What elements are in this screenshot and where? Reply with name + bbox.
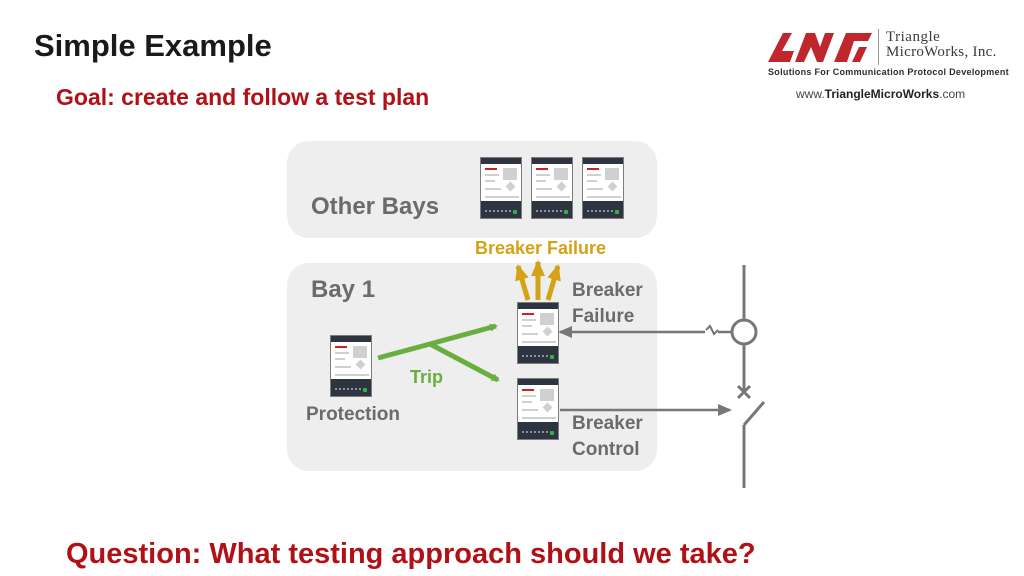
ied-protection-icon: [330, 335, 372, 397]
url-brand: TriangleMicroWorks: [824, 87, 940, 101]
breaker-x-icon: [736, 384, 752, 400]
company-tagline: Solutions For Communication Protocol Dev…: [768, 67, 1009, 77]
url-suffix: .com: [939, 87, 966, 101]
bay1-label: Bay 1: [311, 276, 376, 303]
company-name-line2: MicroWorks, Inc.: [886, 44, 997, 60]
current-transformer-icon: [730, 318, 758, 346]
logo-divider: [878, 29, 879, 65]
ied-other-bay-3-icon: [582, 157, 624, 219]
goal-text: Goal: create and follow a test plan: [56, 84, 430, 110]
breaker-control-label-line2: Control: [572, 439, 640, 460]
other-bays-label: Other Bays: [311, 193, 440, 220]
triangle-microworks-logo-icon: [768, 33, 872, 62]
slide-title: Simple Example: [34, 28, 272, 63]
breaker-control-label-line1: Breaker: [572, 413, 643, 434]
ied-other-bay-2-icon: [531, 157, 573, 219]
company-url: www.TriangleMicroWorks.com: [796, 87, 965, 101]
ied-other-bay-1-icon: [480, 157, 522, 219]
trip-arrow-to-breaker-failure: [377, 323, 498, 361]
protection-label: Protection: [306, 404, 400, 425]
breaker-failure-signal-label: Breaker Failure: [475, 238, 607, 258]
company-name: Triangle MicroWorks, Inc.: [886, 30, 997, 60]
trip-arrow-to-breaker-control: [428, 341, 500, 383]
ct-tick-icon: [705, 324, 719, 336]
trip-label: Trip: [410, 367, 444, 387]
url-prefix: www.: [796, 87, 825, 101]
bf-arrow-right: [545, 264, 561, 301]
breaker-failure-device-label: Breaker Failure: [572, 278, 643, 330]
breaker-failure-label-line1: Breaker: [572, 280, 643, 301]
breaker-switch-blade: [742, 401, 766, 426]
ied-breaker-control-icon: [517, 378, 559, 440]
ied-breaker-failure-icon: [517, 302, 559, 364]
breaker-failure-label-line2: Failure: [572, 306, 635, 327]
company-name-line1: Triangle: [886, 29, 941, 45]
breaker-control-device-label: Breaker Control: [572, 411, 643, 463]
question-text: Question: What testing approach should w…: [66, 538, 756, 570]
bf-arrow-left: [515, 264, 531, 301]
